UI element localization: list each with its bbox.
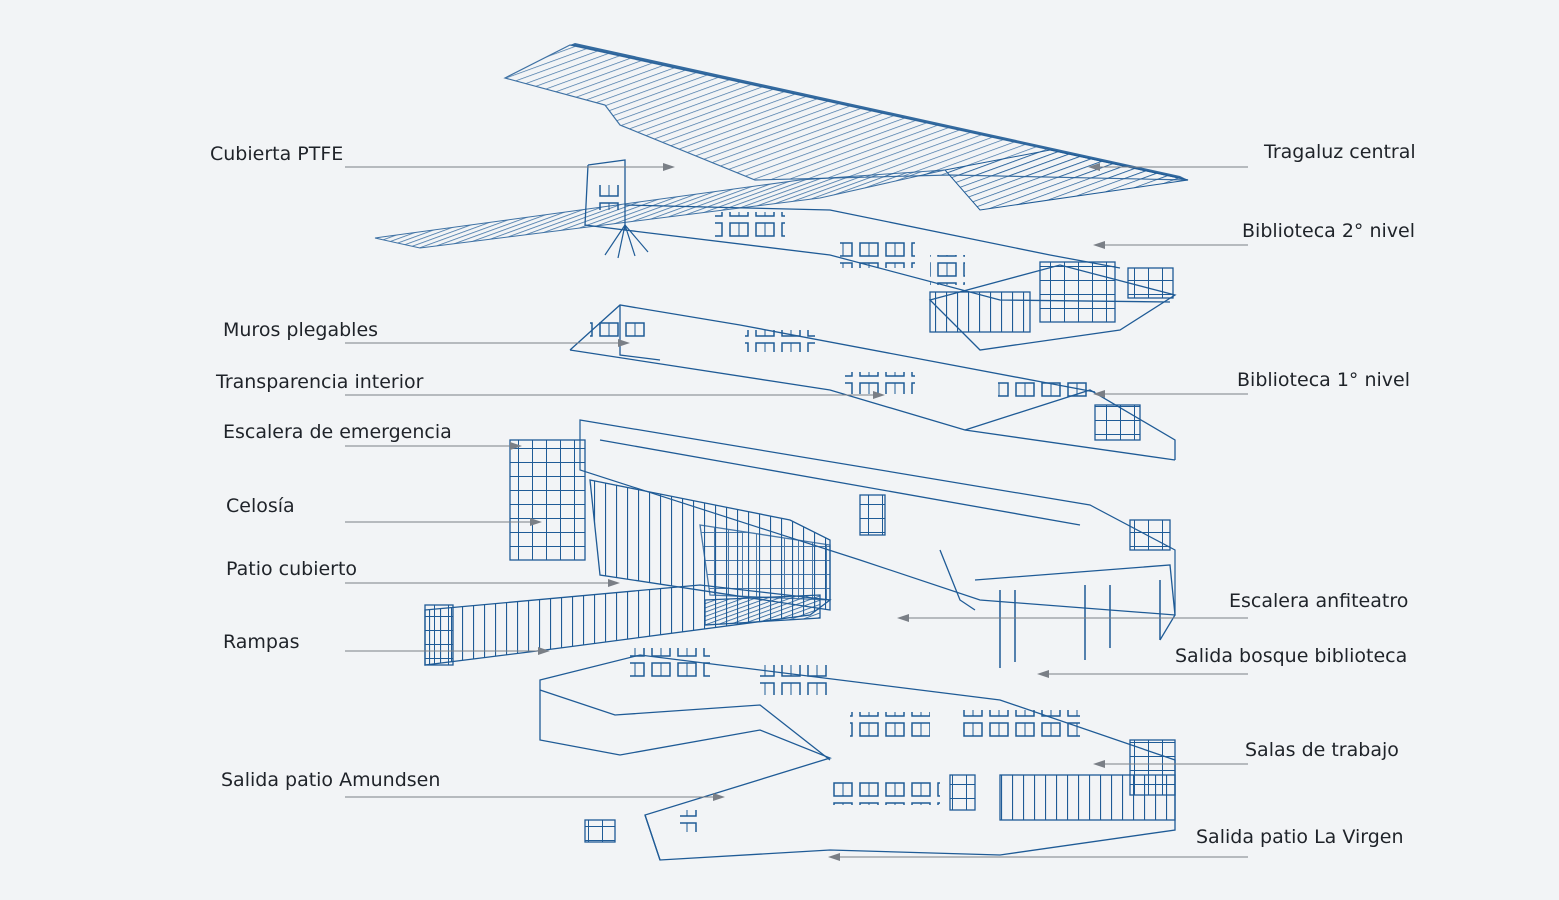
- leader-patio: [345, 579, 620, 587]
- skylight: [944, 149, 1189, 211]
- leader-biblio1: [1093, 390, 1248, 398]
- leader-celosia: [345, 518, 542, 526]
- roof-arm: [374, 169, 946, 249]
- label-cubierta-ptfe: Cubierta PTFE: [210, 143, 344, 165]
- label-transparencia-interior: Transparencia interior: [216, 371, 424, 393]
- label-escalera-anfiteatro: Escalera anfiteatro: [1229, 590, 1409, 612]
- leader-cubierta: [345, 163, 675, 171]
- level-2: [584, 159, 1177, 351]
- label-muros-plegables: Muros plegables: [223, 319, 379, 341]
- label-patio-cubierto: Patio cubierto: [226, 558, 358, 580]
- label-rampas: Rampas: [223, 631, 300, 653]
- roof-ridge: [570, 43, 1188, 180]
- leader-transparencia: [345, 391, 885, 399]
- label-salida-patio-amundsen: Salida patio Amundsen: [221, 769, 441, 791]
- label-salida-patio-la-virgen: Salida patio La Virgen: [1196, 826, 1404, 848]
- columns: [999, 580, 1161, 668]
- main-level: [424, 419, 1176, 668]
- label-biblioteca-2-nivel: Biblioteca 2° nivel: [1242, 220, 1415, 242]
- label-celosia: Celosía: [226, 495, 295, 517]
- leader-tragaluz: [1088, 163, 1248, 171]
- label-salida-bosque-biblioteca: Salida bosque biblioteca: [1175, 645, 1408, 667]
- roof-layer: [374, 43, 1189, 259]
- leader-biblio2: [1093, 241, 1248, 249]
- label-biblioteca-1-nivel: Biblioteca 1° nivel: [1237, 369, 1410, 391]
- leader-salida-amundsen: [345, 793, 725, 801]
- label-tragaluz-central: Tragaluz central: [1264, 141, 1416, 163]
- leader-escalera-anfi: [897, 614, 1248, 622]
- label-salas-de-trabajo: Salas de trabajo: [1245, 739, 1399, 761]
- label-escalera-emergencia: Escalera de emergencia: [223, 421, 452, 443]
- level-1: [569, 304, 1176, 461]
- leader-muros: [345, 339, 630, 347]
- ground-level: [539, 648, 1176, 861]
- leader-salida-bosque: [1037, 670, 1248, 678]
- leader-salida-virgen: [828, 853, 1248, 861]
- leader-rampas: [345, 647, 550, 655]
- leader-escalera-emerg: [345, 442, 522, 450]
- leader-salas: [1093, 760, 1248, 768]
- leader-lines: [345, 163, 1248, 861]
